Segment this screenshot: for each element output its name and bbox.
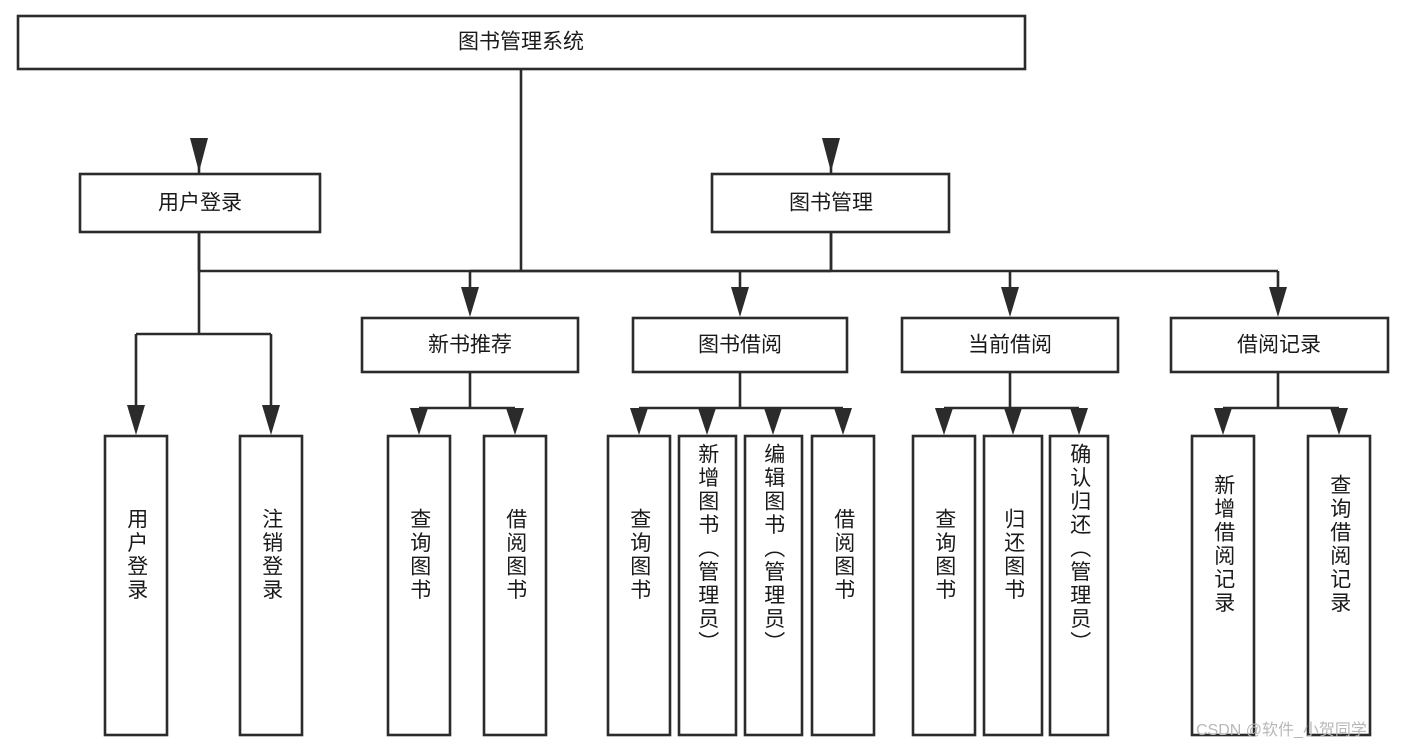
node-user-login-label: 用户登录 — [158, 192, 242, 215]
node-layer: 图书管理系统 用户登录 图书管理 新书推荐 图书借阅 — [16, 14, 1390, 737]
node-current-borrow[interactable]: 当前借阅 — [900, 316, 1120, 374]
node-leaf-edit-book-admin-box[interactable] — [743, 434, 804, 737]
arrow-leaf-return-book — [1004, 408, 1022, 435]
node-new-book-recommend-label: 新书推荐 — [428, 334, 512, 357]
arrow-root-to-book-manage — [822, 138, 840, 172]
connector-layer — [127, 69, 1348, 435]
node-leaf-query-book-borrow-box[interactable] — [606, 434, 672, 737]
node-leaf-query-book-rec-box[interactable] — [386, 434, 452, 737]
node-new-book-recommend[interactable]: 新书推荐 — [360, 316, 580, 374]
node-root-label: 图书管理系统 — [458, 31, 584, 54]
node-user-login[interactable]: 用户登录 — [78, 172, 322, 234]
csdn-watermark: CSDN @软件_小贺同学 — [1196, 722, 1367, 739]
arrow-to-borrow-record — [1269, 287, 1287, 317]
node-new-book-recommend-box[interactable] — [360, 316, 580, 374]
node-book-manage[interactable]: 图书管理 — [710, 172, 951, 234]
node-leaf-logout-box[interactable] — [238, 434, 304, 737]
arrow-leaf-borrow-book-rec — [506, 408, 524, 435]
node-current-borrow-label: 当前借阅 — [968, 334, 1052, 357]
node-leaf-add-borrow-record-box[interactable] — [1190, 434, 1256, 737]
node-user-login-box[interactable] — [78, 172, 322, 234]
node-book-borrow-label: 图书借阅 — [698, 334, 782, 357]
node-root[interactable]: 图书管理系统 — [16, 14, 1027, 71]
node-leaf-query-borrow-record-box[interactable] — [1306, 434, 1372, 737]
node-borrow-record-label: 借阅记录 — [1237, 334, 1321, 357]
arrow-leaf-add-book-admin — [698, 408, 716, 435]
node-leaf-confirm-return-admin-box[interactable] — [1048, 434, 1110, 737]
node-book-borrow[interactable]: 图书借阅 — [631, 316, 849, 374]
node-current-borrow-box[interactable] — [900, 316, 1120, 374]
node-book-manage-box[interactable] — [710, 172, 951, 234]
node-leaf-borrow-book-box[interactable] — [810, 434, 876, 737]
node-leaf-add-book-admin-box[interactable] — [677, 434, 738, 737]
arrow-to-new-book-recommend — [461, 287, 479, 317]
node-book-manage-label: 图书管理 — [789, 192, 873, 215]
arrow-leaf-logout — [262, 405, 280, 435]
node-borrow-record[interactable]: 借阅记录 — [1169, 316, 1390, 374]
arrow-to-current-borrow — [1001, 287, 1019, 317]
arrow-leaf-edit-book-admin — [764, 408, 782, 435]
arrow-leaf-confirm-return-admin — [1070, 408, 1088, 435]
node-leaf-borrow-book-rec-box[interactable] — [482, 434, 548, 737]
arrow-leaf-user-login — [127, 405, 145, 435]
arrow-leaf-query-book-borrow — [630, 408, 648, 435]
node-root-box[interactable] — [16, 14, 1027, 71]
arrow-to-book-borrow — [731, 287, 749, 317]
node-leaf-query-book-current-box[interactable] — [911, 434, 977, 737]
arrow-leaf-query-book-rec — [410, 408, 428, 435]
arrow-root-to-user-login — [190, 138, 208, 172]
node-borrow-record-box[interactable] — [1169, 316, 1390, 374]
arrow-leaf-add-borrow-record — [1214, 408, 1232, 435]
arrow-leaf-query-book-current — [935, 408, 953, 435]
node-book-borrow-box[interactable] — [631, 316, 849, 374]
arrow-leaf-borrow-book — [834, 408, 852, 435]
node-leaf-return-book-box[interactable] — [982, 434, 1044, 737]
arrow-leaf-query-borrow-record — [1330, 408, 1348, 435]
node-leaf-user-login-box[interactable] — [103, 434, 169, 737]
